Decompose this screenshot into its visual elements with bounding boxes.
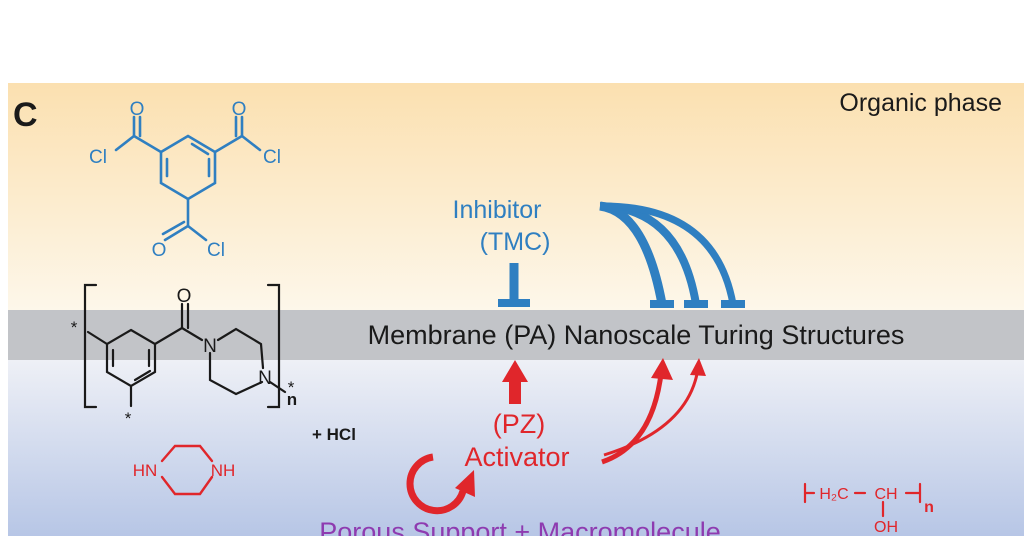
inhibitor-code: (TMC) [480, 228, 551, 256]
piperazine-molecule [160, 444, 214, 496]
tmc-oxygen-right: O [232, 99, 247, 120]
activation-arrow-shaft [509, 378, 521, 404]
pva-ch2: H₂C [819, 486, 848, 503]
tmc-oxygen-bottom: O [152, 240, 167, 261]
pz-nh: NH [211, 461, 236, 480]
panel-label: C [13, 96, 38, 134]
inhibitor-label: Inhibitor [453, 196, 542, 224]
inhibition-arrows [498, 201, 745, 308]
pa-oxygen: O [177, 286, 192, 307]
pz-hn: HN [133, 461, 158, 480]
activation-arrows [406, 358, 706, 515]
pa-nitrogen-1: N [203, 336, 217, 357]
membrane-label: Membrane (PA) Nanoscale Turing Structure… [368, 320, 905, 350]
support-label: Porous Support + Macromolecule [319, 517, 720, 536]
phase-label: Organic phase [839, 89, 1002, 117]
pa-star-right: * [288, 378, 295, 397]
piperazine-amide-ring [216, 327, 265, 370]
pva-repeat-index: n [924, 499, 934, 516]
membrane-band [8, 310, 1024, 360]
activation-arrow-head [502, 360, 528, 382]
pva-structure [803, 482, 922, 518]
self-activation-loop [406, 453, 467, 515]
tmc-oxygen-left: O [130, 99, 145, 120]
tmc-chlorine-left: Cl [89, 147, 107, 168]
tmc-chlorine-bottom: Cl [207, 240, 225, 261]
pa-repeat-index: n [287, 390, 297, 409]
pa-star-bottom: * [125, 409, 132, 428]
tmc-molecule [114, 115, 262, 242]
bracket-left [83, 283, 98, 409]
pa-nitrogen-2: N [258, 368, 272, 389]
activation-arc-2 [603, 373, 699, 457]
byproduct-label: + HCl [312, 425, 356, 444]
pva-oh: OH [874, 519, 898, 536]
polyamide-structure [83, 283, 287, 409]
inhibition-arc-3 [599, 202, 737, 305]
pva-ch: CH [874, 486, 897, 503]
activation-arc-1 [601, 373, 664, 465]
tmc-chlorine-right: Cl [263, 147, 281, 168]
pa-star-left: * [71, 318, 78, 337]
activator-code: (PZ) [493, 409, 545, 439]
bracket-right [266, 283, 281, 409]
activator-label: Activator [464, 442, 569, 472]
